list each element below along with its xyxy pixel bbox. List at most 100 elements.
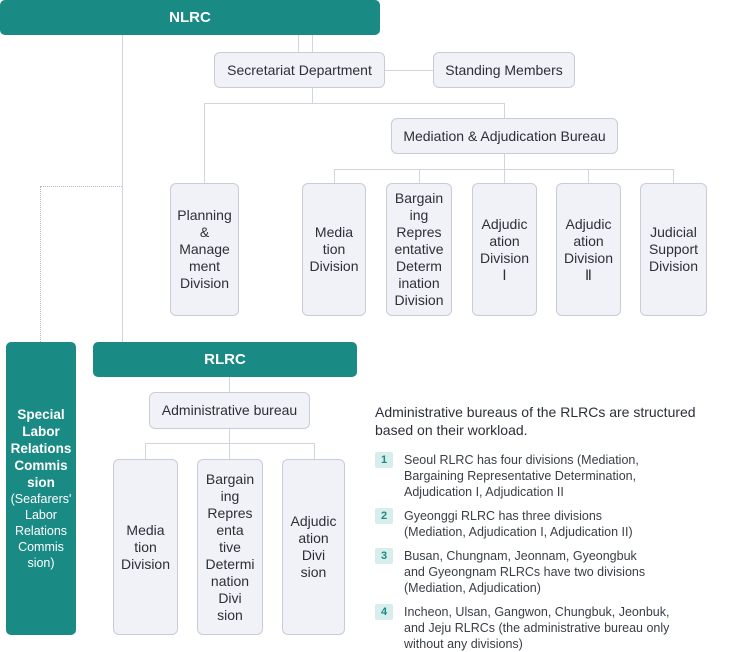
- note-line: Incheon, Ulsan, Gangwon, Chungbuk, Jeonb…: [404, 605, 670, 619]
- note-number-badge: 2: [375, 508, 393, 524]
- division-label-line: tive: [219, 538, 241, 555]
- nlrc-header: NLRC: [0, 0, 380, 35]
- nlrc-division-adjudication-2: Adjudic ation Division Ⅱ: [556, 183, 621, 316]
- division-label-line: Repres: [396, 224, 442, 240]
- title-line: Special: [17, 407, 65, 422]
- division-label-line: Ⅰ: [502, 266, 507, 283]
- secretariat-label: Secretariat Department: [227, 61, 372, 78]
- title-line: sion: [27, 475, 55, 490]
- division-label-line: Division: [120, 555, 170, 572]
- note-item-3: 3 Busan, Chungnam, Jeonnam, Gyeongbuk an…: [375, 548, 725, 596]
- division-label-line: Adjudic: [565, 215, 612, 232]
- division-label-line: Determi: [205, 555, 255, 572]
- division-label-line: entative: [394, 241, 444, 257]
- division-label-line: Division: [563, 249, 613, 266]
- division-label-line: Divi: [301, 547, 326, 563]
- subtitle-line: Relations: [14, 524, 68, 538]
- note-line: (Mediation, Adjudication): [404, 581, 541, 595]
- division-label-line: nation: [210, 572, 250, 589]
- note-line: (Mediation, Adjudication I, Adjudication…: [404, 525, 633, 539]
- division-label-line: Media: [314, 224, 354, 240]
- division-label-line: enta: [216, 521, 244, 538]
- rlrc-header: RLRC: [93, 342, 357, 377]
- division-label-line: Planning: [177, 207, 232, 223]
- special-commission-subtitle: (Seafarers' Labor Relations Commis sion): [11, 491, 72, 571]
- division-label-line: Division: [309, 258, 359, 274]
- rlrc-notes: Administrative bureaus of the RLRCs are …: [375, 403, 725, 652]
- special-labor-relations-commission-box: Special Labor Relations Commis sion (Sea…: [6, 342, 76, 635]
- notes-title: Administrative bureaus of the RLRCs are …: [375, 403, 725, 439]
- division-label-line: ment: [188, 258, 221, 274]
- rlrc-division-adjudication: Adjudic ation Divi sion: [282, 459, 345, 635]
- subtitle-line: Commis: [18, 540, 64, 554]
- subtitle-line: (Seafarers': [10, 492, 72, 506]
- rlrc-division-mediation: Media tion Division: [113, 459, 178, 635]
- note-text: Incheon, Ulsan, Gangwon, Chungbuk, Jeonb…: [404, 604, 669, 652]
- division-label-line: Division: [179, 275, 229, 291]
- note-text: Gyeonggi RLRC has three divisions (Media…: [404, 508, 633, 540]
- note-item-4: 4 Incheon, Ulsan, Gangwon, Chungbuk, Jeo…: [375, 604, 725, 652]
- title-line: Relations: [10, 441, 72, 456]
- mediation-adjudication-bureau-box: Mediation & Adjudication Bureau: [391, 118, 618, 154]
- division-label-line: &: [199, 224, 210, 240]
- division-label-line: Divi: [218, 589, 242, 606]
- subtitle-line: sion): [27, 556, 55, 570]
- division-label-line: Media: [126, 521, 165, 538]
- note-line: Seoul RLRC has four divisions (Mediation…: [404, 453, 639, 467]
- division-label-line: sion: [300, 564, 327, 580]
- note-line: and Gyeongnam RLRCs have two divisions: [404, 565, 646, 579]
- note-number-badge: 1: [375, 452, 393, 468]
- note-line: Bargaining Representative Determination,: [404, 469, 637, 483]
- division-label-line: Judicial: [650, 224, 697, 240]
- bureau-label: Mediation & Adjudication Bureau: [403, 127, 606, 144]
- special-commission-title: Special Labor Relations Commis sion: [11, 406, 72, 491]
- nlrc-division-bargaining: Bargain ing Repres entative Determ inati…: [386, 183, 452, 316]
- rlrc-title: RLRC: [204, 351, 246, 368]
- nlrc-title: NLRC: [169, 9, 211, 26]
- division-label-line: Bargain: [394, 190, 444, 206]
- division-label-line: Repres: [207, 504, 253, 521]
- note-line: and Jeju RLRCs (the administrative burea…: [404, 621, 670, 635]
- division-label-line: tion: [134, 538, 157, 555]
- note-line: Busan, Chungnam, Jeonnam, Gyeongbuk: [404, 549, 637, 563]
- administrative-bureau-box: Administrative bureau: [149, 392, 310, 429]
- nlrc-division-adjudication-1: Adjudic ation Division Ⅰ: [472, 183, 537, 316]
- division-label-line: ing: [220, 487, 240, 504]
- notes-title-line: Administrative bureaus of the RLRCs are …: [375, 404, 696, 420]
- division-label-line: Adjudic: [290, 513, 337, 529]
- subtitle-line: Labor: [25, 508, 57, 522]
- division-label-line: Support: [648, 241, 699, 257]
- division-label-line: ation: [489, 232, 520, 249]
- secretariat-department-box: Secretariat Department: [214, 52, 385, 88]
- division-label-line: Determ: [396, 258, 442, 274]
- note-item-2: 2 Gyeonggi RLRC has three divisions (Med…: [375, 508, 725, 540]
- standing-members-label: Standing Members: [445, 61, 563, 78]
- note-text: Busan, Chungnam, Jeonnam, Gyeongbuk and …: [404, 548, 645, 596]
- nlrc-division-judicial-support: Judicial Support Division: [640, 183, 707, 316]
- note-line: without any divisions): [404, 637, 523, 651]
- note-number-badge: 4: [375, 604, 393, 620]
- division-label-line: Adjudic: [481, 215, 528, 232]
- division-label-line: ation: [298, 530, 329, 546]
- division-label-line: Division: [479, 249, 529, 266]
- title-line: Commis: [14, 458, 68, 473]
- note-item-1: 1 Seoul RLRC has four divisions (Mediati…: [375, 452, 725, 500]
- admin-bureau-label: Administrative bureau: [161, 402, 298, 418]
- division-label-line: sion: [217, 606, 243, 623]
- notes-title-line: based on their workload.: [375, 422, 528, 438]
- note-line: Gyeonggi RLRC has three divisions: [404, 509, 603, 523]
- division-label-line: ing: [409, 207, 429, 223]
- note-number-badge: 3: [375, 548, 393, 564]
- nlrc-division-mediation: Media tion Division: [302, 183, 366, 316]
- nlrc-division-planning: Planning & Manage ment Division: [170, 183, 239, 316]
- division-label-line: Ⅱ: [585, 266, 592, 283]
- division-label-line: Bargain: [205, 470, 255, 487]
- division-label-line: tion: [322, 241, 346, 257]
- division-label-line: ination: [398, 275, 440, 291]
- rlrc-division-bargaining: Bargain ing Repres enta tive Determi nat…: [197, 459, 263, 635]
- division-label-line: Manage: [179, 241, 230, 257]
- division-label-line: Division: [648, 258, 698, 274]
- division-label-line: ation: [573, 232, 604, 249]
- title-line: Labor: [22, 424, 60, 439]
- note-line: Adjudication I, Adjudication II: [404, 485, 564, 499]
